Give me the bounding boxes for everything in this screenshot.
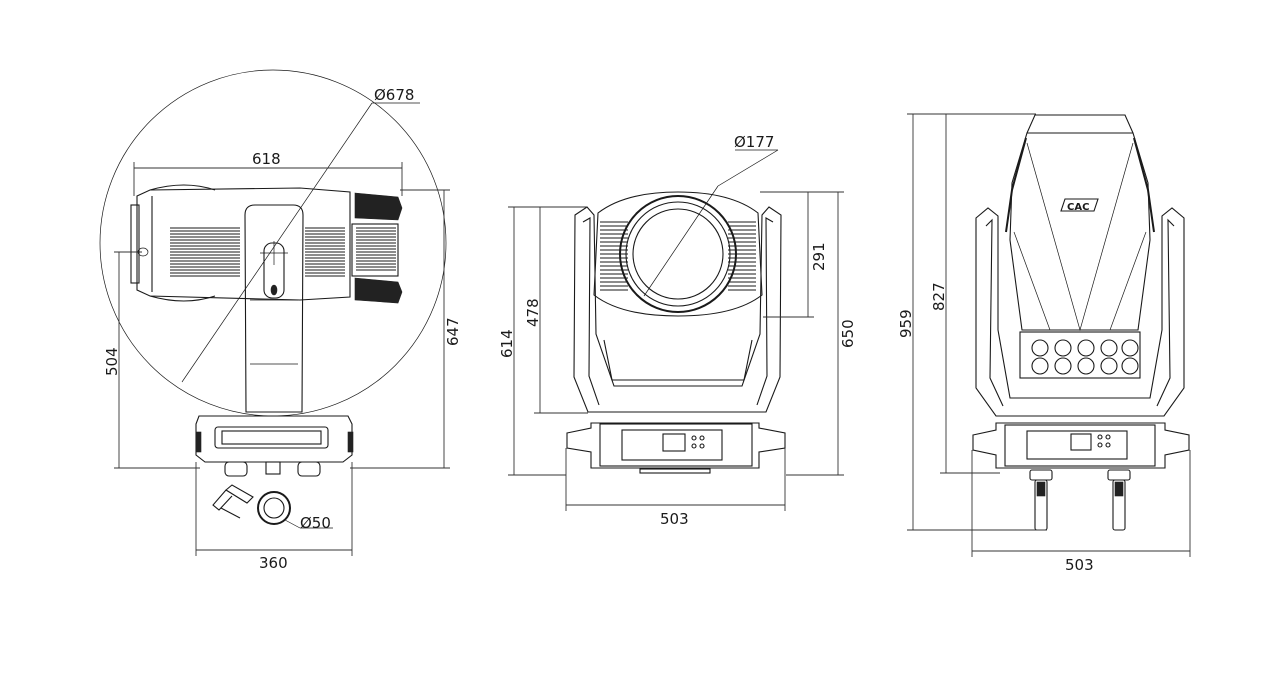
label-side-base-width: 360	[259, 554, 288, 572]
label-head-length: 618	[252, 150, 281, 168]
back-head-body	[1009, 114, 1151, 331]
back-view: CAC 959 827	[897, 113, 1191, 574]
dim-back-503	[971, 450, 1191, 557]
dim-front-291	[760, 191, 814, 318]
dim-side-360	[195, 462, 353, 556]
brand-logo-text: CAC	[1067, 202, 1089, 213]
dim-side-647	[350, 189, 450, 469]
dim-side-504	[114, 251, 200, 469]
head-vent-fins	[170, 227, 345, 277]
label-front-head-offset: 291	[810, 242, 828, 271]
dim-front-478	[534, 207, 588, 414]
label-lens-diameter: Ø177	[734, 133, 774, 151]
dim-front-650	[786, 191, 844, 476]
label-back-total-height: 959	[897, 309, 915, 338]
label-side-height-axis: 504	[103, 347, 121, 376]
front-head-body	[593, 191, 763, 317]
label-front-yoke-height: 478	[524, 298, 542, 327]
label-front-arm-height: 614	[498, 329, 516, 358]
label-back-body-height: 827	[930, 282, 948, 311]
front-lens	[632, 208, 724, 300]
clamp-ring	[257, 491, 291, 525]
label-side-total-height: 647	[444, 317, 462, 346]
dim-back-827	[940, 114, 1000, 474]
head-diameter-line	[181, 102, 373, 383]
label-head-diameter: Ø678	[374, 86, 414, 104]
label-back-base-width: 503	[1065, 556, 1094, 574]
dim-front-614	[508, 206, 587, 476]
rear-fan-grille	[1019, 331, 1141, 379]
dim-back-959	[907, 113, 1047, 531]
side-view: Ø678 618 504 647 Ø50 360	[99, 69, 462, 572]
front-view: Ø177 291 650 614 478 503	[498, 133, 857, 528]
label-front-total-height: 650	[839, 319, 857, 348]
brand-logo: CAC	[1060, 198, 1099, 213]
label-front-base-width: 503	[660, 510, 689, 528]
label-clamp-diameter: Ø50	[300, 514, 331, 532]
dim-front-503	[565, 448, 786, 511]
front-lens-outer	[619, 195, 737, 313]
